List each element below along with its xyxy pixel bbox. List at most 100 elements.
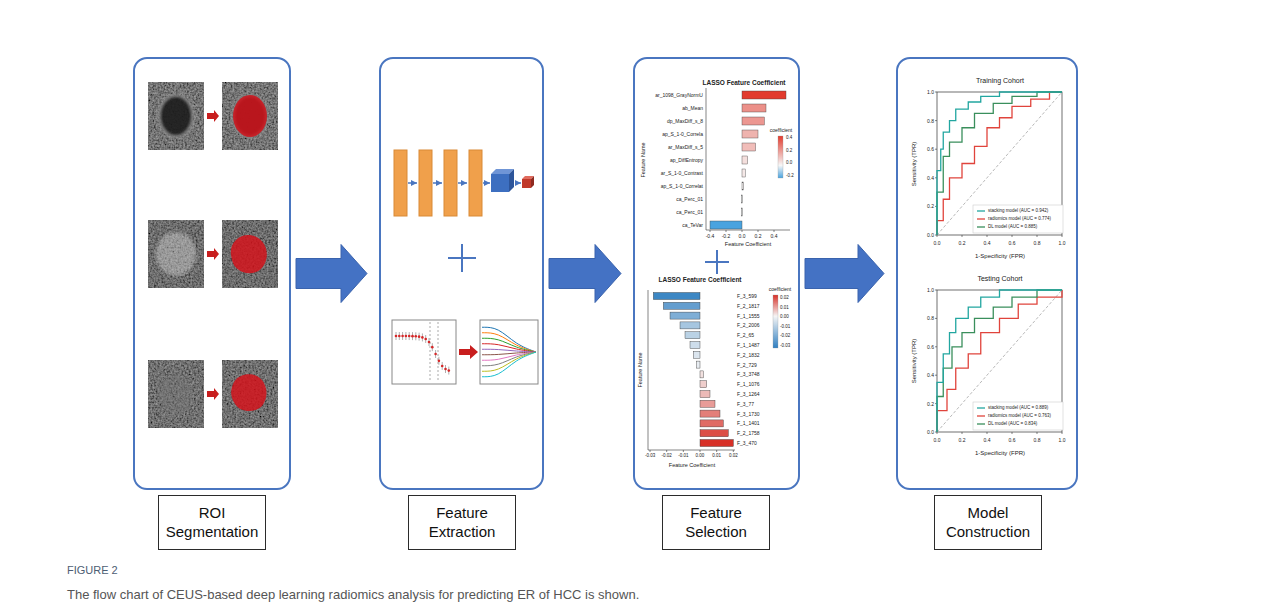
illustration-rect [222, 82, 278, 150]
illustration-line [435, 350, 436, 358]
chart-text: ap_DiffEntropy [670, 158, 703, 163]
illustration-line [935, 290, 937, 291]
chart-text: Testing Cohort [977, 275, 1022, 282]
chart-text: 1-Specificity (FPR) [975, 450, 1025, 456]
illustration-rect [522, 179, 531, 188]
chart-text: 0.00 [780, 315, 789, 320]
illustration-line [683, 450, 684, 452]
legend-text: radiomics model (AUC = 0.763) [988, 414, 1051, 419]
illustration-line [935, 375, 937, 376]
illustration-rect [710, 221, 742, 229]
chart-text: 0.4 [927, 175, 934, 180]
illustration-rect [700, 371, 703, 378]
illustration-rect [392, 320, 456, 384]
plus-sign [448, 244, 476, 272]
chart-text: F_2_729 [737, 362, 757, 367]
roc-chart [935, 290, 1063, 434]
illustration-rect [973, 205, 1063, 233]
illustration-rect [773, 295, 778, 348]
illustration-circle [408, 335, 411, 338]
illustration-rect [222, 220, 278, 288]
illustration-circle [428, 341, 431, 344]
illustration-line [733, 450, 734, 452]
chart-text: 0.0 [934, 241, 941, 246]
illustration-rect [778, 136, 783, 178]
illustration-line [405, 332, 406, 340]
chart-text: 0.2 [959, 241, 966, 246]
legend-text: radiomics model (AUC = 0.774) [988, 217, 1051, 222]
chart-text: 1-Specificity (FPR) [975, 253, 1025, 259]
illustration-line [706, 230, 790, 231]
illustration-line [987, 235, 988, 237]
legend-text: stacking model (AUC = 0.889) [988, 406, 1048, 411]
illustration-rect [222, 220, 278, 288]
chart-text: F_3_599 [737, 294, 757, 299]
illustration-polygon [207, 388, 219, 400]
illustration-line [399, 332, 400, 340]
stage-panel [379, 57, 544, 490]
illustration-path [482, 333, 536, 352]
legend-sample-line [977, 415, 985, 416]
illustration-rect [148, 82, 204, 150]
illustration-rect [742, 117, 764, 125]
step-label-box: ROI Segmentation [158, 495, 266, 550]
chart-text: -0.03 [645, 454, 655, 459]
illustration-path [937, 92, 1062, 235]
chart-text: ap_S_1-0_Correlat [661, 184, 703, 189]
chart-text: 1.0 [927, 90, 934, 95]
illustration-line [1062, 235, 1063, 237]
chart-text: 0.01 [712, 454, 721, 459]
illustration-line [1012, 432, 1013, 434]
illustration-rect [693, 351, 700, 358]
illustration-line [483, 182, 490, 184]
chart-text: F_2_1832 [737, 352, 760, 357]
illustration-rect [742, 104, 766, 112]
chart-text: 0.0 [786, 161, 792, 166]
coefficient-bar-chart [648, 290, 778, 452]
illustration-rect [685, 332, 700, 339]
illustration-rect [697, 361, 700, 368]
illustration-path [937, 290, 1062, 432]
illustration-rect [419, 150, 432, 216]
illustration-circle [424, 338, 427, 341]
illustration-circle [395, 335, 398, 338]
illustration-rect [680, 322, 700, 329]
legend-text: DL model (AUC = 0.885) [988, 225, 1037, 230]
illustration-line [430, 322, 431, 382]
illustration-rect [742, 156, 748, 164]
chart-text: 0.2 [755, 234, 762, 239]
illustration-line [442, 362, 443, 370]
illustration-path [231, 374, 266, 411]
chart-text: 1.0 [1059, 241, 1066, 246]
illustration-circle [418, 335, 421, 338]
illustration-line [742, 230, 743, 232]
chart-text: coefficient [769, 287, 791, 292]
chart-text: 0.0 [927, 430, 934, 435]
illustration-rect [700, 420, 723, 427]
illustration-line [987, 432, 988, 434]
chart-text: 0.6 [927, 344, 934, 349]
illustration-path [937, 290, 1062, 432]
illustration-rect [700, 381, 707, 388]
illustration-line [448, 367, 449, 375]
illustration-ellipse [233, 95, 267, 137]
chart-text: 0.01 [780, 305, 789, 310]
stage-panel [133, 57, 291, 490]
figure-number: FIGURE 2 [67, 565, 118, 576]
illustration-rect [670, 312, 700, 319]
illustration-circle [411, 335, 414, 338]
illustration-circle [434, 353, 437, 356]
legend-text: DL model (AUC = 0.834) [988, 422, 1037, 427]
illustration-rect [148, 360, 204, 428]
ultrasound-row [148, 82, 278, 150]
chart-text: dp_MaxDiff_s_8 [667, 119, 703, 124]
illustration-polygon [207, 248, 219, 260]
illustration-line [402, 332, 403, 340]
illustration-polygon [509, 169, 514, 192]
chart-text: ab_Mean [682, 106, 703, 111]
illustration-line [429, 338, 430, 346]
chart-text: 0.4 [771, 234, 778, 239]
illustration-line [515, 182, 521, 184]
